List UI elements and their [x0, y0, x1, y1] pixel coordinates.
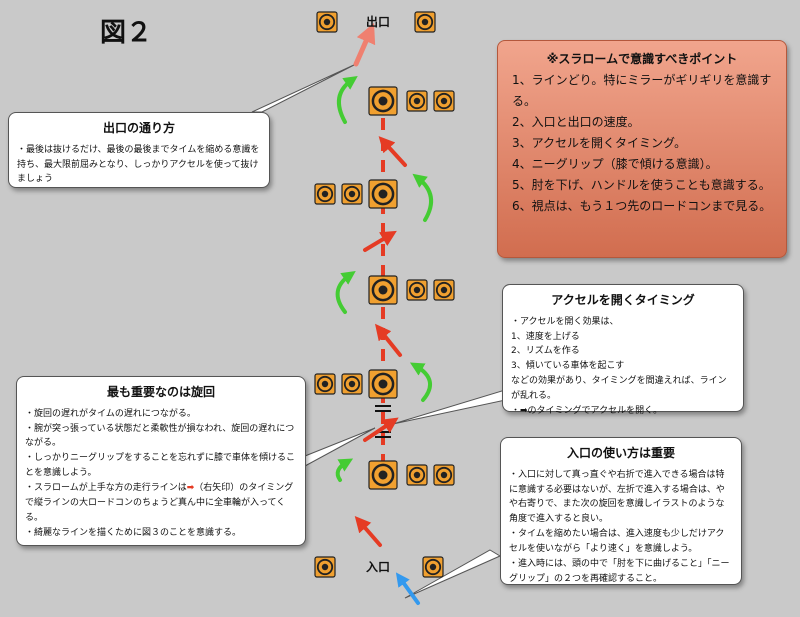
- large-cone: [368, 179, 398, 209]
- accel-line: 2、リズムを作る: [511, 346, 580, 357]
- small-cone: [433, 90, 455, 112]
- accel-arrow: [363, 417, 399, 442]
- turn-line: ・しっかりニーグリップをすることを忘れずに膝で車体を傾けることを意識しよう。: [25, 453, 296, 479]
- small-cone: [314, 183, 336, 205]
- turn-arrow: [335, 458, 354, 482]
- turn-arrow: [336, 76, 358, 124]
- accel-line: などの効果があり、タイミングを間違えれば、ラインが乱れる。: [511, 376, 727, 402]
- turn-arrow: [412, 173, 434, 222]
- accel-arrow: [378, 136, 407, 167]
- large-cone: [368, 86, 398, 116]
- accel-callout-pointer: [392, 389, 517, 425]
- figure-title: 図２: [100, 18, 153, 48]
- small-cone: [414, 11, 436, 33]
- small-cone: [341, 373, 363, 395]
- small-cone: [316, 11, 338, 33]
- entry-line: ・入口に対して真っ直ぐや右折で進入できる場合は特に意識する必要はないが、左折で進…: [509, 469, 725, 525]
- turn-arrow: [409, 362, 432, 402]
- entry-arrow: [395, 572, 420, 605]
- turn-line-with-arrow: ・スラロームが上手な方の走行ラインは➡（右矢印）のタイミングで縦ラインの大ロード…: [25, 483, 294, 523]
- large-cone: [368, 460, 398, 490]
- turn-callout-title: 最も重要なのは旋回: [106, 385, 215, 399]
- entry-line: ・タイムを縮めたい場合は、進入速度も少しだけアクセルを使いながら「より速く」を意…: [509, 529, 725, 555]
- turn-line: ・旋回の遅れがタイムの遅れにつながる。: [25, 408, 196, 419]
- small-cone: [314, 556, 336, 578]
- entry-line: ・進入時には、頭の中で「肘を下に曲げること」「ニーグリップ」の２つを再確認するこ…: [509, 558, 730, 584]
- small-cone: [341, 183, 363, 205]
- key-points-heading: ※スラロームで意識すべきポイント: [546, 52, 738, 66]
- exit-label: 出口: [365, 15, 390, 29]
- exit-callout-text: ・最後は抜けるだけ、最後の最後までタイムを縮める意識を持ち、最大限前屈みとなり、…: [17, 144, 260, 185]
- entry-callout-title: 入口の使い方は重要: [566, 446, 675, 460]
- right-arrow-icon: ➡: [186, 483, 195, 494]
- small-cone: [314, 373, 336, 395]
- turn-line: ・綺麗なラインを描くために図３のことを意識する。: [25, 527, 242, 538]
- key-point-item: 3、アクセルを開くタイミング。: [512, 136, 687, 150]
- key-point-item: 1、ラインどり。特にミラーがギリギリを意識する。: [512, 73, 772, 108]
- accel-line: ・アクセルを開く効果は、: [511, 316, 619, 327]
- exit-callout-title: 出口の通り方: [102, 121, 175, 135]
- large-cone: [368, 369, 398, 399]
- turn-arrow: [335, 271, 356, 314]
- turn-callout-pointer: [304, 427, 376, 467]
- small-cone: [422, 556, 444, 578]
- small-cone: [406, 279, 428, 301]
- exit-arrow: [353, 22, 376, 67]
- small-cone: [433, 464, 455, 486]
- small-cone: [433, 279, 455, 301]
- key-point-item: 6、視点は、もう１つ先のロードコンまで見る。: [512, 199, 772, 213]
- entry-callout-pointer: [404, 549, 502, 599]
- key-point-item: 2、入口と出口の速度。: [512, 115, 640, 129]
- key-point-item: 4、ニーグリップ（膝で傾ける意識）。: [512, 157, 718, 171]
- key-point-item: 5、肘を下げ、ハンドルを使うことも意識する。: [512, 178, 771, 192]
- turn-line: ・腕が突っ張っている状態だと柔軟性が損なわれ、旋回の遅れにつながる。: [25, 423, 295, 449]
- accel-line: 3、傾いている車体を起こす: [511, 361, 625, 372]
- accel-callout-title: アクセルを開くタイミング: [551, 293, 695, 307]
- accel-callout: アクセルを開くタイミング ・アクセルを開く効果は、 1、速度を上げる 2、リズム…: [502, 284, 744, 416]
- small-cone: [406, 464, 428, 486]
- exit-callout: 出口の通り方 ・最後は抜けるだけ、最後の最後までタイムを縮める意識を持ち、最大限…: [8, 112, 270, 188]
- large-cone: [368, 275, 398, 305]
- key-points-panel: ※スラロームで意識すべきポイント 1、ラインどり。特にミラーがギリギリを意識する…: [497, 40, 787, 258]
- accel-arrow: [375, 323, 402, 357]
- turn-callout: 最も重要なのは旋回 ・旋回の遅れがタイムの遅れにつながる。 ・腕が突っ張っている…: [16, 376, 306, 546]
- small-cone: [406, 90, 428, 112]
- accel-line: 1、速度を上げる: [511, 331, 580, 342]
- accel-arrow: [363, 230, 397, 252]
- entry-label: 入口: [365, 560, 390, 574]
- entry-callout: 入口の使い方は重要 ・入口に対して真っ直ぐや右折で進入できる場合は特に意識する必…: [500, 437, 742, 585]
- accel-line: ・➡のタイミングでアクセルを開く。: [511, 405, 663, 416]
- accel-arrow: [354, 515, 382, 547]
